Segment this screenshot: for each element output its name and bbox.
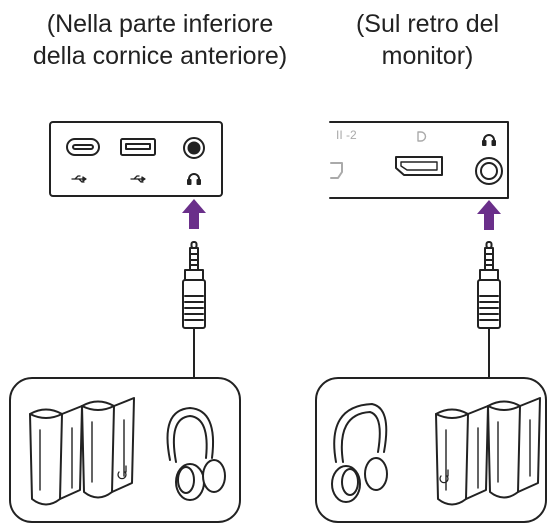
headphone-icon bbox=[482, 134, 496, 146]
headphone-icon bbox=[187, 173, 201, 185]
usb-a-port-icon bbox=[120, 138, 156, 156]
displayport-icon bbox=[395, 131, 443, 176]
left-port-panel bbox=[49, 121, 223, 197]
left-arrow bbox=[182, 199, 206, 229]
headphones-icon bbox=[166, 407, 226, 501]
left-device-box bbox=[9, 377, 241, 523]
hdmi-port-icon bbox=[330, 162, 343, 179]
right-caption: (Sul retro del monitor) bbox=[300, 8, 555, 72]
left-caption: (Nella parte inferiore della cornice ant… bbox=[0, 8, 320, 72]
right-device-box bbox=[315, 377, 547, 523]
audio-jack-icon bbox=[475, 157, 503, 185]
usb-c-port-icon bbox=[66, 138, 100, 156]
audio-plug-icon bbox=[477, 241, 501, 329]
headphones-icon bbox=[331, 403, 388, 503]
usb-icon bbox=[71, 175, 87, 183]
right-arrow bbox=[477, 200, 501, 230]
right-port-panel: II -2 bbox=[329, 121, 509, 199]
audio-jack-icon bbox=[183, 137, 205, 159]
right-caption-line-2: monitor) bbox=[381, 42, 474, 70]
speakers-icon bbox=[435, 397, 541, 506]
left-caption-line-2: della cornice anteriore) bbox=[32, 42, 288, 70]
left-caption-line-1: (Nella parte inferiore bbox=[46, 10, 274, 38]
speakers-icon bbox=[29, 397, 135, 506]
right-caption-line-1: (Sul retro del bbox=[355, 10, 500, 38]
audio-plug-icon bbox=[182, 241, 206, 329]
usb-icon bbox=[130, 175, 146, 183]
port-label-hdmi-2: II -2 bbox=[336, 128, 357, 142]
